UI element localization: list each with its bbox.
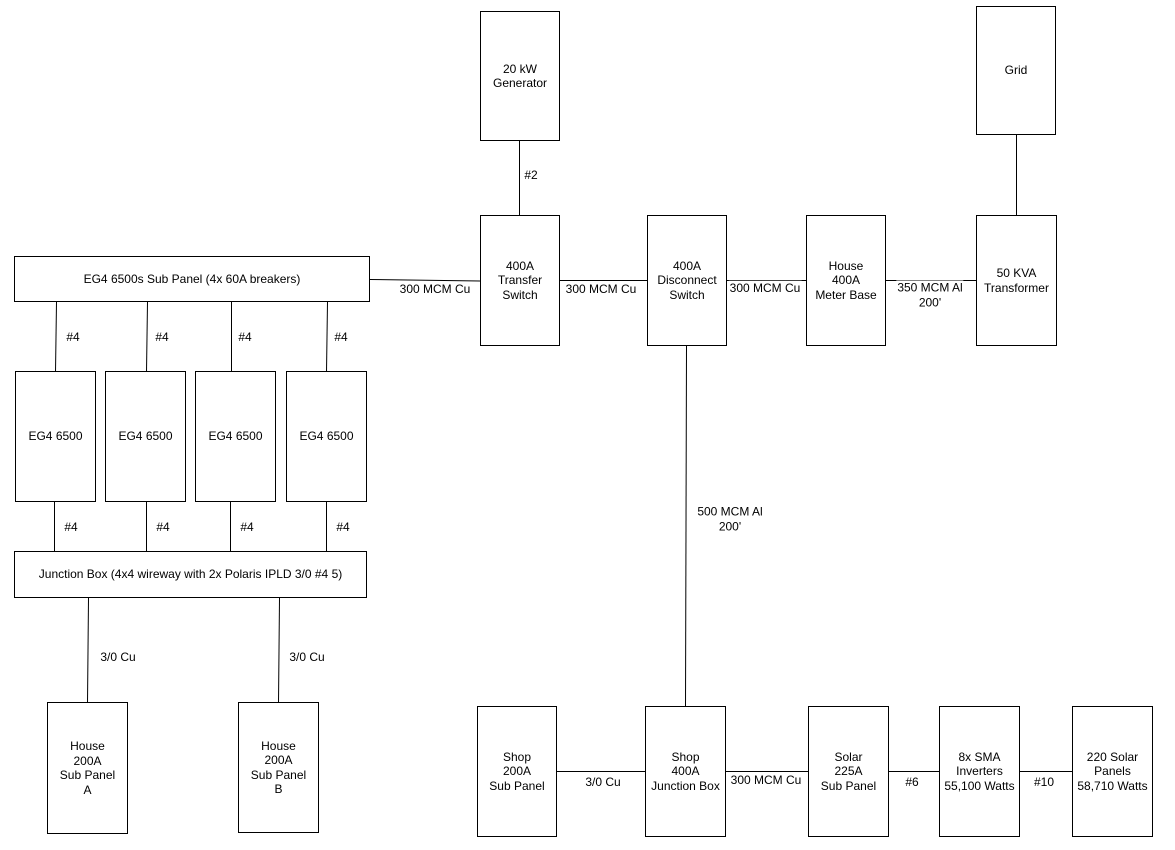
disconnect-switch-node: 400A Disconnect Switch xyxy=(647,215,727,346)
label-generator-transfer: #2 xyxy=(523,167,539,183)
wire-subpanel-eg4-2 xyxy=(146,301,148,373)
label-transfer-disconnect: 300 MCM Cu xyxy=(564,281,638,297)
label-eg4-3-jb: #4 xyxy=(240,519,254,534)
label-meter-transformer: 350 MCM Al 200' xyxy=(896,280,964,310)
label-shopsub-junction: 3/0 Cu xyxy=(584,774,622,790)
transfer-switch-node: 400A Transfer Switch xyxy=(480,215,560,346)
label-jb-house-b: 3/0 Cu xyxy=(289,649,325,664)
wire-subpanel-eg4-4 xyxy=(326,301,328,373)
wire-disconnect-shop xyxy=(685,345,687,708)
eg4-inverter-4-node: EG4 6500 xyxy=(286,371,367,502)
wire-subpanel-transfer xyxy=(369,279,481,282)
label-subpanel-eg4-1: #4 xyxy=(66,329,80,344)
label-disconnect-shop: 500 MCM Al 200' xyxy=(696,504,764,534)
label-eg4-4-jb: #4 xyxy=(336,519,350,534)
eg4-inverter-3-node: EG4 6500 xyxy=(195,371,276,502)
label-subpanel-transfer: 300 MCM Cu xyxy=(398,281,472,297)
label-subpanel-eg4-4: #4 xyxy=(334,329,348,344)
meter-base-node: House 400A Meter Base xyxy=(806,215,886,346)
sma-inverters-node: 8x SMA Inverters 55,100 Watts xyxy=(939,706,1020,837)
wire-subpanel-eg4-1 xyxy=(55,301,57,373)
shop-junction-box-node: Shop 400A Junction Box xyxy=(645,706,726,837)
label-solarsub-inverters: #6 xyxy=(904,774,920,790)
transformer-node: 50 KVA Transformer xyxy=(976,215,1057,346)
label-subpanel-eg4-2: #4 xyxy=(155,329,169,344)
grid-node: Grid xyxy=(976,6,1056,135)
wire-jb-house-b xyxy=(278,597,280,704)
eg4-inverter-2-node: EG4 6500 xyxy=(105,371,186,502)
label-jb-house-a: 3/0 Cu xyxy=(100,649,136,664)
label-eg4-1-jb: #4 xyxy=(64,519,78,534)
label-inverters-panels: #10 xyxy=(1032,774,1056,790)
eg4-inverter-1-node: EG4 6500 xyxy=(15,371,96,502)
junction-box-node: Junction Box (4x4 wireway with 2x Polari… xyxy=(14,551,367,598)
house-sub-panel-b-node: House 200A Sub Panel B xyxy=(238,702,319,833)
generator-node: 20 kW Generator xyxy=(480,11,560,141)
wire-jb-house-a xyxy=(87,597,89,704)
solar-sub-panel-node: Solar 225A Sub Panel xyxy=(808,706,889,837)
eg4-sub-panel-node: EG4 6500s Sub Panel (4x 60A breakers) xyxy=(14,256,370,302)
label-eg4-2-jb: #4 xyxy=(156,519,170,534)
label-subpanel-eg4-3: #4 xyxy=(238,329,252,344)
house-sub-panel-a-node: House 200A Sub Panel A xyxy=(47,702,128,834)
label-junction-solarsub: 300 MCM Cu xyxy=(729,772,803,788)
shop-sub-panel-node: Shop 200A Sub Panel xyxy=(477,706,557,837)
label-disconnect-meter: 300 MCM Cu xyxy=(728,280,802,296)
solar-panels-node: 220 Solar Panels 58,710 Watts xyxy=(1072,706,1153,837)
